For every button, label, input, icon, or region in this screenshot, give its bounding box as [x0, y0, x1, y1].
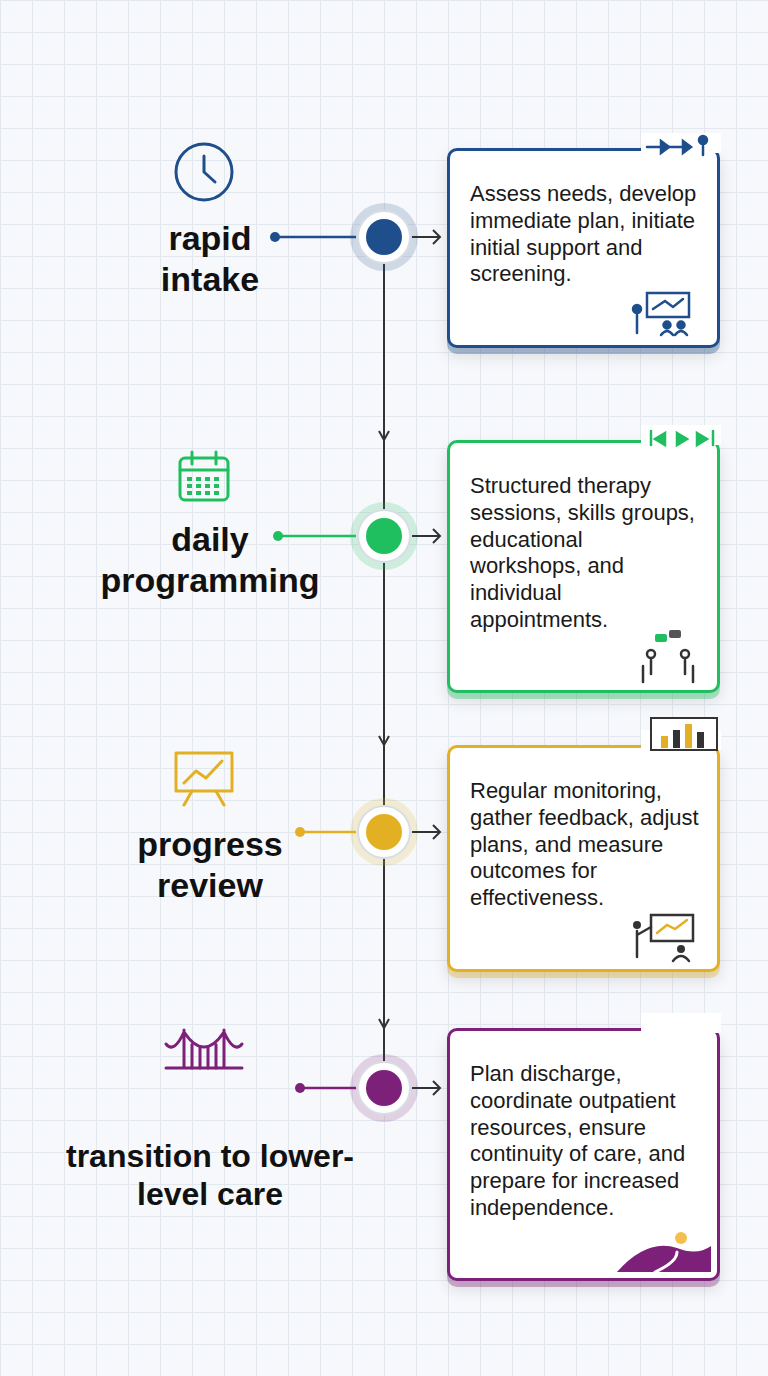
- node-ring: [358, 1062, 410, 1114]
- node-dot: [366, 518, 402, 554]
- pointer-arrow: [412, 529, 440, 543]
- stage-description: Plan discharge, coordinate outpatient re…: [450, 1031, 717, 1222]
- timeline-line: [383, 562, 385, 693]
- stage-title: rapid intake: [120, 218, 300, 300]
- stage-title: progress review: [110, 824, 310, 906]
- box-icon: [641, 425, 721, 682]
- stage-icon: [180, 452, 228, 500]
- flow-connector: [383, 693, 385, 745]
- flow-connector: [383, 972, 385, 1028]
- node-glow: [350, 203, 418, 271]
- pointer-arrow: [412, 1081, 440, 1095]
- node-ring: [358, 806, 410, 858]
- stage-description: Structured therapy sessions, skills grou…: [450, 443, 717, 634]
- stage-icon: [166, 1030, 242, 1068]
- box-icon: [617, 1013, 721, 1272]
- stage-description: Assess needs, develop immediate plan, in…: [450, 151, 717, 288]
- leader-line: [278, 535, 356, 538]
- timeline-stage: rapid intake Assess needs, develop immedi…: [0, 148, 768, 348]
- stage-icon: [176, 753, 232, 805]
- description-box: Assess needs, develop immediate plan, in…: [447, 148, 720, 348]
- node-glow: [350, 1054, 418, 1122]
- timeline-stage: daily programming Structured therapy sess…: [0, 440, 768, 693]
- description-box: Structured therapy sessions, skills grou…: [447, 440, 720, 693]
- stage-title: transition to lower-level care: [50, 1137, 370, 1214]
- node-dot: [366, 1070, 402, 1106]
- timeline-line: [383, 440, 385, 510]
- leader-line: [300, 1087, 356, 1090]
- node-dot: [366, 219, 402, 255]
- leader-line: [300, 831, 356, 834]
- node-glow: [350, 502, 418, 570]
- node-dot: [366, 814, 402, 850]
- description-box: Regular monitoring, gather feedback, adj…: [447, 745, 720, 972]
- timeline-line: [383, 263, 385, 348]
- timeline-stage: transition to lower-level care Plan disch…: [0, 1028, 768, 1281]
- timeline-line: [383, 858, 385, 972]
- stage-title: daily programming: [85, 519, 335, 601]
- pointer-arrow: [412, 825, 440, 839]
- timeline-line: [383, 745, 385, 806]
- node-glow: [350, 798, 418, 866]
- stage-icon: [176, 144, 232, 200]
- leader-line: [275, 236, 356, 239]
- node-ring: [358, 211, 410, 263]
- box-icon: [633, 718, 721, 961]
- stage-description: Regular monitoring, gather feedback, adj…: [450, 748, 717, 912]
- box-icon: [633, 133, 721, 335]
- description-box: Plan discharge, coordinate outpatient re…: [447, 1028, 720, 1281]
- flow-connector: [383, 348, 385, 440]
- timeline-stage: progress review Regular monitoring, gathe…: [0, 745, 768, 972]
- pointer-arrow: [412, 230, 440, 244]
- node-ring: [358, 510, 410, 562]
